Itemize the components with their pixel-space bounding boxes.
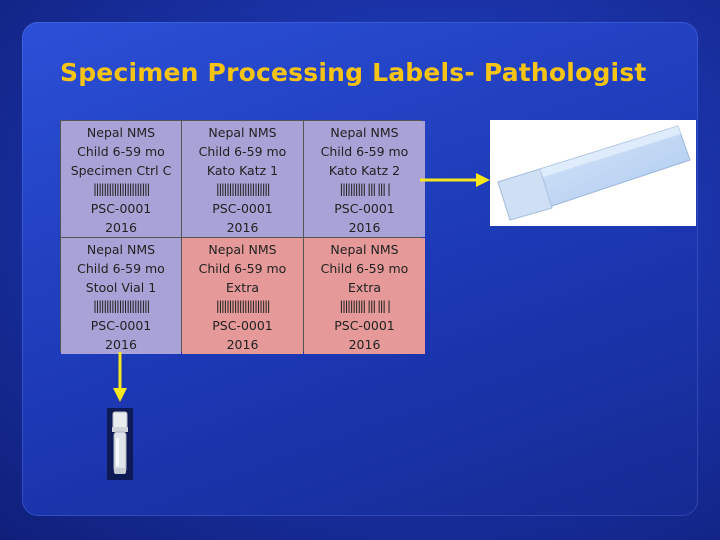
label-line1: Nepal NMS xyxy=(86,242,156,257)
label-barcode: ||||||||||||||||||||| xyxy=(215,182,271,196)
label-line2: Child 6-59 mo xyxy=(320,144,409,159)
label-year: 2016 xyxy=(105,337,137,352)
label-barcode: ||||||||||||||||||||| xyxy=(215,299,271,313)
label-barcode: |||||||||||||||||||||| xyxy=(93,299,150,313)
label-barcode: |||||||||||||||||||||| xyxy=(93,182,150,196)
label-kato-katz-2: Nepal NMS Child 6-59 mo Kato Katz 2 ||||… xyxy=(304,121,425,237)
arrow-down-icon xyxy=(113,352,127,402)
page-title: Specimen Processing Labels- Pathologist xyxy=(60,58,647,87)
label-year: 2016 xyxy=(226,337,259,352)
label-extra-2: Nepal NMS Child 6-59 mo Extra ||||||||||… xyxy=(304,238,425,354)
label-year: 2016 xyxy=(348,220,381,235)
label-id: PSC-0001 xyxy=(212,318,273,333)
label-line1: Nepal NMS xyxy=(86,125,156,140)
label-id: PSC-0001 xyxy=(334,318,395,333)
label-line3: Specimen Ctrl C xyxy=(70,163,172,178)
vial-icon xyxy=(107,408,133,480)
label-extra-1: Nepal NMS Child 6-59 mo Extra ||||||||||… xyxy=(182,238,303,354)
stool-vial-image xyxy=(107,408,133,480)
label-kato-katz-1: Nepal NMS Child 6-59 mo Kato Katz 1 ||||… xyxy=(182,121,303,237)
label-id: PSC-0001 xyxy=(90,201,152,216)
label-id: PSC-0001 xyxy=(212,201,273,216)
label-id: PSC-0001 xyxy=(90,318,152,333)
microscope-slide-image xyxy=(490,120,696,226)
label-line3: Extra xyxy=(226,280,259,295)
label-barcode: |||||||||| ||| ||| | xyxy=(339,299,391,313)
label-id: PSC-0001 xyxy=(334,201,395,216)
label-stool-vial-1: Nepal NMS Child 6-59 mo Stool Vial 1 |||… xyxy=(61,238,181,354)
label-line2: Child 6-59 mo xyxy=(198,144,287,159)
label-line3: Stool Vial 1 xyxy=(85,280,157,295)
label-line2: Child 6-59 mo xyxy=(198,261,287,276)
label-line1: Nepal NMS xyxy=(208,125,277,140)
microscope-slide-icon xyxy=(497,125,691,221)
label-line2: Child 6-59 mo xyxy=(320,261,409,276)
label-line3: Kato Katz 1 xyxy=(206,163,279,178)
label-year: 2016 xyxy=(105,220,137,235)
label-line3: Extra xyxy=(348,280,381,295)
label-line3: Kato Katz 2 xyxy=(328,163,401,178)
label-line2: Child 6-59 mo xyxy=(77,261,165,276)
label-grid: Nepal NMS Child 6-59 mo Specimen Ctrl C … xyxy=(60,120,425,354)
label-line2: Child 6-59 mo xyxy=(77,144,165,159)
label-line1: Nepal NMS xyxy=(330,125,399,140)
label-year: 2016 xyxy=(226,220,259,235)
label-barcode: |||||||||| ||| ||| | xyxy=(339,182,391,196)
label-year: 2016 xyxy=(348,337,381,352)
label-specimen-ctrl: Nepal NMS Child 6-59 mo Specimen Ctrl C … xyxy=(61,121,181,237)
arrow-right-icon xyxy=(420,173,490,187)
label-line1: Nepal NMS xyxy=(330,242,399,257)
label-line1: Nepal NMS xyxy=(208,242,277,257)
